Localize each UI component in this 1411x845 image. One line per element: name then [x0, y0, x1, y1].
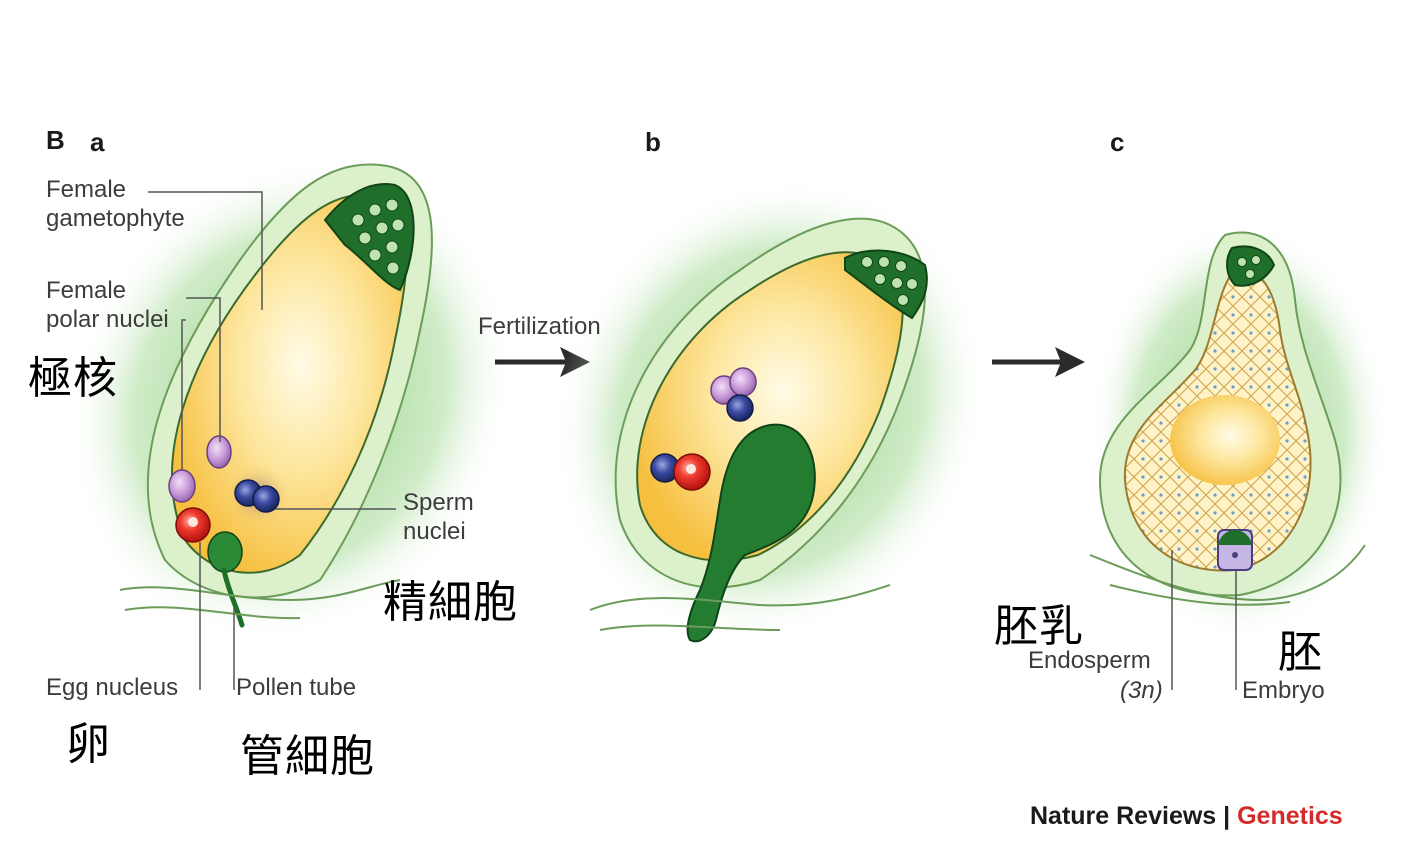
credit-section: Genetics	[1237, 802, 1343, 830]
label-female-polar-nuclei: Female polar nuclei	[46, 277, 169, 333]
jp-label-sperm-cell: 精細胞	[383, 577, 518, 628]
jp-label-tube-cell: 管細胞	[240, 731, 375, 782]
label-fertilization: Fertilization	[478, 313, 601, 340]
panel-c-seed	[1089, 220, 1390, 690]
label-endosperm-ploidy: (3n)	[1120, 677, 1163, 704]
panel-letter-b: b	[645, 127, 661, 157]
figure-letter-B: B	[46, 125, 65, 155]
development-arrow	[992, 347, 1085, 377]
label-egg-nucleus: Egg nucleus	[46, 674, 179, 701]
label-endosperm: Endosperm	[1028, 647, 1151, 674]
jp-label-embryo: 胚	[1278, 627, 1323, 678]
label-sperm-nuclei: Sperm nuclei	[403, 489, 474, 545]
credit-line: Nature Reviews | Genetics	[1030, 802, 1343, 831]
panel-b-ovule	[552, 177, 988, 643]
jp-label-endosperm: 胚乳	[994, 601, 1084, 652]
jp-label-polar-nuclei: 極核	[28, 353, 118, 404]
credit-journal: Nature Reviews	[1030, 802, 1217, 830]
panel-letter-c: c	[1110, 127, 1125, 157]
label-pollen-tube: Pollen tube	[236, 674, 357, 701]
jp-label-egg: 卵	[66, 719, 111, 770]
credit-separator: |	[1223, 802, 1231, 830]
panel-letter-a: a	[90, 127, 105, 157]
label-female-gametophyte: Female gametophyte	[46, 176, 185, 232]
label-embryo: Embryo	[1242, 677, 1325, 704]
panel-a-ovule	[66, 157, 514, 690]
